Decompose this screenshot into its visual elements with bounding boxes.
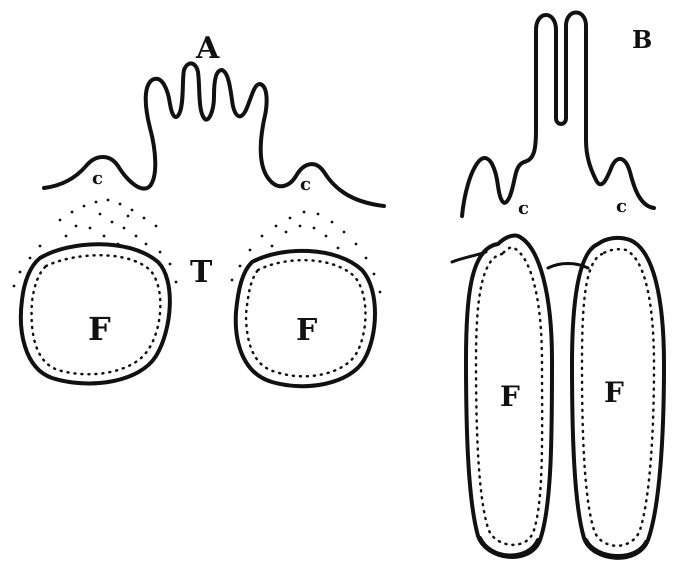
label-follicle-b-right: F — [604, 376, 624, 409]
label-crypt-a-right: c — [300, 174, 311, 195]
label-crypt-a-left: c — [92, 168, 103, 189]
label-panel-b: B — [632, 25, 652, 54]
label-follicle-a-right: F — [296, 313, 317, 348]
panel-b — [452, 13, 664, 558]
panel-a — [13, 63, 384, 386]
label-crypt-b-right: c — [616, 196, 627, 217]
label-crypt-b-left: c — [518, 198, 529, 219]
panel-b-surface-outline — [462, 13, 654, 217]
label-follicle-a-left: F — [88, 310, 111, 348]
label-tissue: T — [190, 255, 213, 290]
label-panel-a: A — [195, 31, 220, 66]
label-follicle-b-left: F — [500, 380, 520, 413]
